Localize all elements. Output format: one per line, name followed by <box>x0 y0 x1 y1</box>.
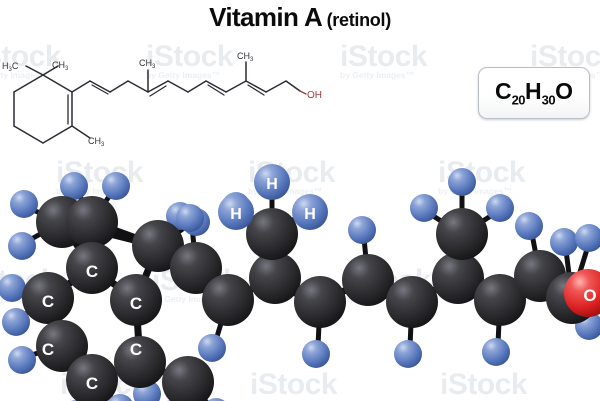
carbon-atom <box>249 252 301 304</box>
carbon-atoms <box>22 196 598 401</box>
hydrogen-atom <box>575 224 600 252</box>
hydrogen-atom <box>550 228 578 256</box>
carbon-atom <box>110 274 162 326</box>
hydrogen-label: H <box>304 206 316 223</box>
hydrogen-atom <box>60 172 88 200</box>
molecular-formula-badge: C20H30O <box>478 67 590 119</box>
formula-hydrogen-count: 30 <box>541 92 556 108</box>
hydrogen-atom <box>10 190 38 218</box>
watermark-big: iStock <box>340 40 428 73</box>
atom-labels: C C C C C C H H H O <box>42 176 597 393</box>
formula-oxygen: O <box>555 78 574 105</box>
hydrogen-atom <box>176 204 204 232</box>
skeletal-labels: H3C CH3 CH3 CH3 CH3 OH <box>2 52 322 148</box>
hydrogen-atom-labeled <box>218 194 254 230</box>
carbon-label: C <box>42 292 54 311</box>
hydrogen-atom <box>0 274 26 302</box>
ball-and-stick-model: C C C C C C H H H O <box>0 164 600 401</box>
carbon-atom <box>22 272 74 324</box>
hydrogen-atom <box>8 346 36 374</box>
carbon-atom <box>474 274 526 326</box>
labeled-hydrogen-atoms <box>218 164 328 230</box>
formula-text: C20H30O <box>495 78 573 108</box>
carbon-atom <box>202 274 254 326</box>
title-subtitle: (retinol) <box>326 10 392 30</box>
hydrogen-atom <box>410 194 438 222</box>
hydrogen-atom <box>2 308 30 336</box>
hydrogen-atom <box>448 168 476 196</box>
carbon-label: C <box>130 294 142 313</box>
formula-carbon-count: 20 <box>511 92 526 108</box>
carbon-atom <box>66 354 118 401</box>
hydrogen-atom <box>107 394 133 401</box>
hydrogen-atom <box>486 194 514 222</box>
hydrogen-atom <box>8 232 36 260</box>
watermark-small: by Getty Images™ <box>340 70 415 80</box>
hydrogen-atom <box>198 334 226 362</box>
carbon-atom <box>114 336 166 388</box>
carbon-atom <box>170 242 222 294</box>
page-title: Vitamin A (retinol) <box>0 2 600 33</box>
carbon-atom <box>342 254 394 306</box>
carbon-atom <box>132 220 184 272</box>
hydrogen-atom <box>482 338 510 366</box>
hydrogen-atom <box>394 340 422 368</box>
skeletal-structure-diagram: H3C CH3 CH3 CH3 CH3 OH <box>2 52 322 148</box>
hydrogen-atom <box>102 172 130 200</box>
oxygen-label: O <box>583 286 596 305</box>
hydrogen-atom <box>515 212 543 240</box>
hydrogen-atom <box>302 340 330 368</box>
carbon-atom <box>294 276 346 328</box>
carbon-atom <box>36 320 88 372</box>
formula-hydrogen: H <box>525 78 542 105</box>
carbon-atom <box>66 196 118 248</box>
carbon-label: C <box>86 374 98 393</box>
formula-carbon: C <box>494 78 512 105</box>
label-hydroxyl: OH <box>307 90 322 101</box>
hydroxyl-bond <box>299 90 307 95</box>
hydrogen-atom-labeled <box>292 194 328 230</box>
carbon-atom-methyl <box>436 208 488 260</box>
carbon-label: C <box>130 340 142 359</box>
hydrogen-atom <box>348 216 376 244</box>
label-gem-methyl-left: H3C <box>2 61 19 73</box>
label-gem-methyl-right: CH3 <box>52 60 69 72</box>
hydrogen-atom <box>207 398 225 401</box>
label-chain-methyl-1: CH3 <box>139 58 156 70</box>
carbon-label: C <box>86 262 98 281</box>
carbon-label: C <box>42 340 54 359</box>
hydrogen-label: H <box>266 176 278 193</box>
skeletal-bonds <box>13 61 301 144</box>
hydrogen-atom-labeled <box>254 164 290 200</box>
title-main: Vitamin A <box>209 2 323 32</box>
carbon-atom-methyl <box>246 208 298 260</box>
label-chain-methyl-2: CH3 <box>237 52 254 63</box>
carbon-atom <box>162 356 214 401</box>
hydrogen-atoms <box>0 168 600 401</box>
carbon-atom <box>432 252 484 304</box>
label-ring-methyl: CH3 <box>88 136 105 148</box>
carbon-atom <box>386 276 438 328</box>
hydrogen-label: H <box>230 206 242 223</box>
carbon-atom <box>66 242 118 294</box>
oxygen-atom <box>564 269 600 317</box>
